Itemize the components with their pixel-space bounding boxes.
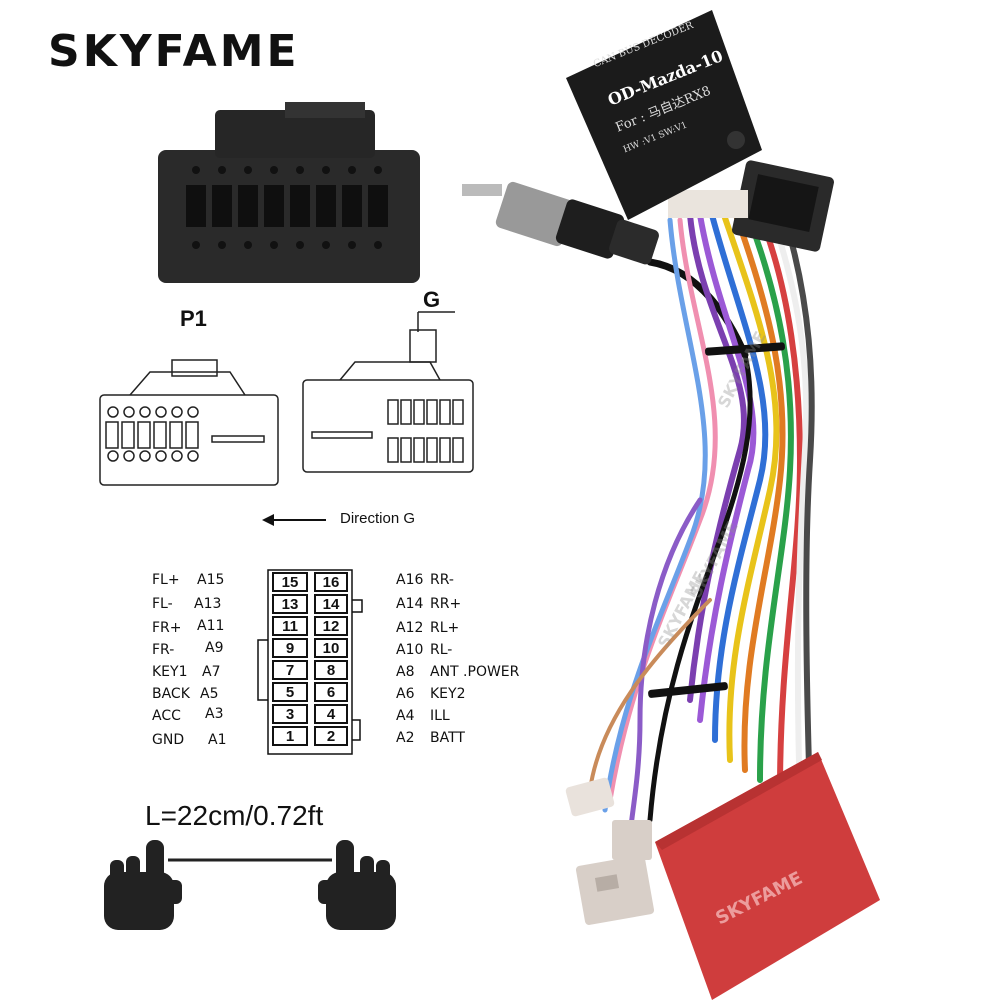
pin-number: 3	[272, 704, 308, 724]
pin-right-id: A2	[396, 730, 415, 746]
pin-left-id: A9	[205, 640, 224, 656]
pin-number: 6	[314, 682, 348, 702]
p1-label: P1	[180, 306, 207, 331]
pin-left-func: FL-	[152, 596, 173, 612]
grey-plugs	[565, 777, 655, 925]
pin-left-id: A3	[205, 706, 224, 722]
pin-right-id: A10	[396, 642, 424, 658]
red-connector-box	[655, 752, 880, 1000]
iso-16pin-connector	[158, 102, 420, 283]
pin-right-func: RL-	[430, 642, 453, 658]
pin-left-id: A13	[194, 596, 222, 612]
pin-number: 16	[314, 572, 348, 592]
pin-left-func: ACC	[152, 708, 181, 724]
pin-right-id: A12	[396, 620, 424, 636]
pin-number: 7	[272, 660, 308, 680]
pin-left-id: A5	[200, 686, 219, 702]
harness-socket	[732, 160, 834, 252]
g-label: G	[423, 287, 441, 312]
pin-left-func: BACK	[152, 686, 190, 702]
direction-arrow	[262, 514, 326, 526]
pin-left-id: A1	[208, 732, 227, 748]
pin-right-func: ANT .POWER	[430, 664, 520, 680]
g-connector-drawing	[302, 311, 474, 473]
pin-number: 9	[272, 638, 308, 658]
pinout-frame	[257, 569, 363, 755]
pin-number: 10	[314, 638, 348, 658]
pin-number: 11	[272, 616, 308, 636]
pin-number: 8	[314, 660, 348, 680]
pin-number: 12	[314, 616, 348, 636]
pin-right-func: KEY2	[430, 686, 466, 702]
pin-left-func: FR+	[152, 620, 182, 636]
pin-left-id: A11	[197, 618, 225, 634]
wire-bundle	[462, 181, 815, 843]
length-indicator	[104, 840, 396, 930]
length-label: L=22cm/0.72ft	[145, 800, 324, 831]
pin-number: 1	[272, 726, 308, 746]
pin-number: 14	[314, 594, 348, 614]
pin-left-id: A7	[202, 664, 221, 680]
pin-right-id: A4	[396, 708, 415, 724]
brand-logo: SKYFAME	[48, 26, 300, 77]
canbus-decoder-box	[566, 10, 762, 220]
pin-right-id: A14	[396, 596, 424, 612]
direction-label: Direction G	[340, 510, 416, 527]
pin-right-func: RL+	[430, 620, 460, 636]
right-hand-icon	[318, 840, 396, 930]
pin-right-id: A16	[396, 572, 424, 588]
pin-number: 15	[272, 572, 308, 592]
pin-right-func: BATT	[430, 730, 465, 746]
pin-right-func: RR+	[430, 596, 462, 612]
left-hand-icon	[104, 840, 182, 930]
pin-left-func: KEY1	[152, 664, 188, 680]
decoder-plug	[668, 190, 748, 218]
pin-right-func: RR-	[430, 572, 454, 588]
pin-number: 2	[314, 726, 348, 746]
pin-left-id: A15	[197, 572, 225, 588]
pin-left-func: FL+	[152, 572, 180, 588]
pin-right-id: A8	[396, 664, 415, 680]
pin-right-id: A6	[396, 686, 415, 702]
pin-number: 5	[272, 682, 308, 702]
p1-connector-drawing	[99, 359, 279, 486]
pin-left-func: FR-	[152, 642, 175, 658]
pin-number: 13	[272, 594, 308, 614]
pin-right-func: ILL	[430, 708, 450, 724]
pin-number: 4	[314, 704, 348, 724]
pin-left-func: GND	[152, 732, 185, 748]
